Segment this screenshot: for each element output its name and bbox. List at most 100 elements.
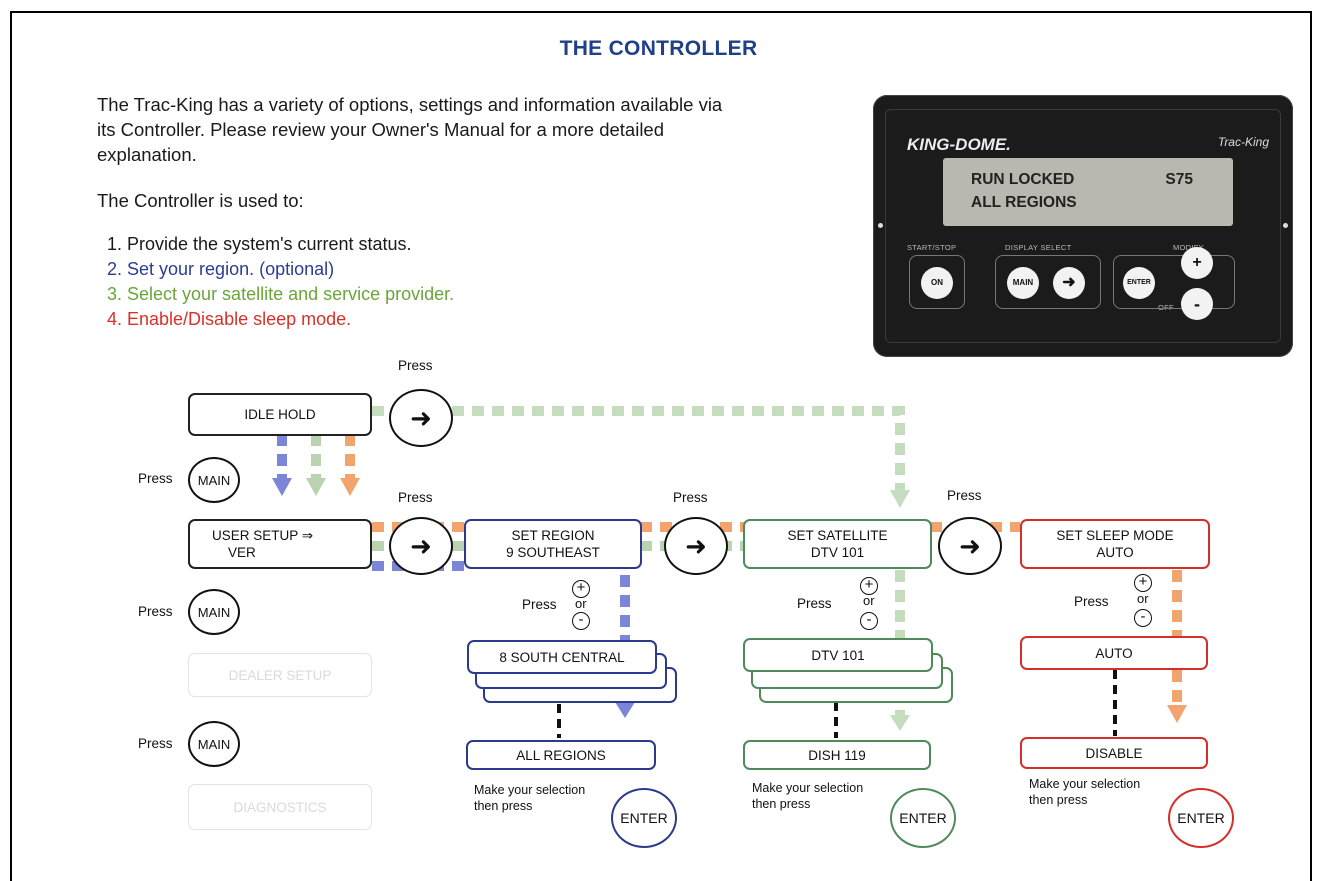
- label-off: OFF: [1158, 303, 1174, 312]
- arrowhead-blue: [272, 478, 292, 496]
- dish-119-card: DISH 119: [743, 740, 931, 770]
- arrowhead-green: [306, 478, 326, 496]
- press-label-2: Press: [138, 604, 173, 619]
- minus-icon-region: -: [572, 612, 590, 630]
- arrowhead-sleep-down: [1167, 705, 1187, 723]
- sleep-instruction-line-2: then press: [1029, 793, 1088, 807]
- device-brand: KING-DOME.: [907, 135, 1011, 154]
- idle-hold-box: IDLE HOLD: [188, 393, 372, 436]
- path-idle-to-satellite: [372, 406, 905, 490]
- device-main-button[interactable]: MAIN: [1007, 267, 1039, 299]
- set-satellite-box: SET SATELLITE DTV 101: [743, 519, 932, 569]
- sleep-instruction: Make your selection then press: [1029, 776, 1140, 808]
- label-startstop: START/STOP: [907, 243, 957, 252]
- display-group: [995, 255, 1101, 309]
- device-bezel: [885, 109, 1281, 343]
- all-regions-card: ALL REGIONS: [466, 740, 656, 770]
- set-satellite-title: SET SATELLITE: [787, 528, 888, 543]
- page-title: THE CONTROLLER: [559, 37, 758, 60]
- user-setup-label: USER SETUP: [212, 528, 299, 543]
- minus-icon-satellite: -: [860, 612, 878, 630]
- arrowhead-region-down: [615, 702, 635, 718]
- or-label-satellite: or: [863, 593, 875, 608]
- press-label-1: Press: [138, 471, 173, 486]
- sleep-option-card: AUTO: [1020, 636, 1208, 670]
- region-option-card: 8 SOUTH CENTRAL: [467, 640, 657, 674]
- page-frame: [10, 11, 1312, 881]
- device-right-arrow-button[interactable]: ➜: [1053, 267, 1085, 299]
- lcd-line-1: RUN LOCKED: [971, 171, 1075, 188]
- device-lcd: RUN LOCKED ALL REGIONS S75: [943, 158, 1233, 226]
- device-plus-button[interactable]: +: [1181, 247, 1213, 279]
- right-arrow-button-1[interactable]: ➜: [389, 389, 453, 447]
- plus-icon-region: +: [572, 580, 590, 598]
- plus-icon-satellite: +: [860, 577, 878, 595]
- press-label-satellite: Press: [797, 596, 832, 611]
- or-label-sleep: or: [1137, 591, 1149, 606]
- enter-button-sleep[interactable]: ENTER: [1168, 788, 1234, 848]
- disable-card: DISABLE: [1020, 737, 1208, 769]
- label-display-select: DISPLAY SELECT: [1005, 243, 1072, 252]
- dealer-setup-box: DEALER SETUP: [188, 653, 372, 697]
- steps-list: 1. Provide the system's current status. …: [107, 232, 454, 332]
- screw-left: [878, 223, 883, 228]
- enter-button-satellite[interactable]: ENTER: [890, 788, 956, 848]
- device-enter-button[interactable]: ENTER: [1123, 267, 1155, 299]
- region-instruction-line-2: then press: [474, 799, 533, 813]
- satellite-instruction: Make your selection then press: [752, 780, 863, 812]
- or-label-region: or: [575, 596, 587, 611]
- main-button-2[interactable]: MAIN: [188, 589, 240, 635]
- region-instruction: Make your selection then press: [474, 782, 585, 814]
- set-sleep-mode-title: SET SLEEP MODE: [1056, 528, 1174, 543]
- device-on-button[interactable]: ON: [921, 267, 953, 299]
- user-setup-arrow-icon: ⇒: [301, 528, 314, 543]
- arrowhead-orange: [340, 478, 360, 496]
- set-satellite-value: DTV 101: [810, 545, 865, 560]
- device-model: Trac-King: [1217, 135, 1269, 149]
- set-sleep-mode-value: AUTO: [1096, 545, 1134, 560]
- used-for-heading: The Controller is used to:: [97, 190, 304, 211]
- lcd-line-2: ALL REGIONS: [971, 194, 1077, 211]
- right-arrow-button-3[interactable]: ➜: [664, 517, 728, 575]
- enter-button-region[interactable]: ENTER: [611, 788, 677, 848]
- controller-device: KING-DOME. Trac-King RUN LOCKED ALL REGI…: [873, 95, 1293, 357]
- press-label-arrow-2: Press: [398, 490, 433, 505]
- device-minus-button[interactable]: -: [1181, 288, 1213, 320]
- press-label-3: Press: [138, 736, 173, 751]
- step-3: 3. Select your satellite and service pro…: [107, 284, 455, 304]
- arrowhead-satellite-in: [890, 490, 910, 508]
- satellite-instruction-line-1: Make your selection: [752, 781, 864, 795]
- screw-right: [1283, 223, 1288, 228]
- diagnostics-box: DIAGNOSTICS: [188, 784, 372, 830]
- user-setup-box: USER SETUP ⇒ VER: [188, 519, 372, 569]
- satellite-option-card: DTV 101: [743, 638, 933, 672]
- startstop-group: [909, 255, 965, 309]
- right-arrow-button-2[interactable]: ➜: [389, 517, 453, 575]
- step-2: 2. Set your region. (optional): [107, 259, 335, 279]
- set-region-value: 9 SOUTHEAST: [506, 545, 600, 560]
- step-4: 4. Enable/Disable sleep mode.: [107, 309, 352, 329]
- main-button-3[interactable]: MAIN: [188, 721, 240, 767]
- plus-icon-sleep: +: [1134, 574, 1152, 592]
- ver-label: VER: [228, 545, 256, 560]
- lcd-satellite: S75: [1165, 171, 1193, 188]
- set-sleep-mode-box: SET SLEEP MODE AUTO: [1020, 519, 1210, 569]
- press-label-region: Press: [522, 597, 557, 612]
- intro-paragraph: The Trac-King has a variety of options, …: [97, 94, 723, 165]
- satellite-instruction-line-2: then press: [752, 797, 811, 811]
- press-label-arrow-4: Press: [947, 488, 982, 503]
- set-region-box: SET REGION 9 SOUTHEAST: [464, 519, 642, 569]
- region-instruction-line-1: Make your selection: [474, 783, 586, 797]
- sleep-instruction-line-1: Make your selection: [1029, 777, 1141, 791]
- press-label-arrow-1: Press: [398, 358, 433, 373]
- press-label-arrow-3: Press: [673, 490, 708, 505]
- right-arrow-button-4[interactable]: ➜: [938, 517, 1002, 575]
- main-button-1[interactable]: MAIN: [188, 457, 240, 503]
- arrowhead-satellite-down: [890, 715, 910, 731]
- press-label-sleep: Press: [1074, 594, 1109, 609]
- set-region-title: SET REGION: [511, 528, 595, 543]
- minus-icon-sleep: -: [1134, 609, 1152, 627]
- modify-group: [1113, 255, 1235, 309]
- step-1: 1. Provide the system's current status.: [107, 234, 412, 254]
